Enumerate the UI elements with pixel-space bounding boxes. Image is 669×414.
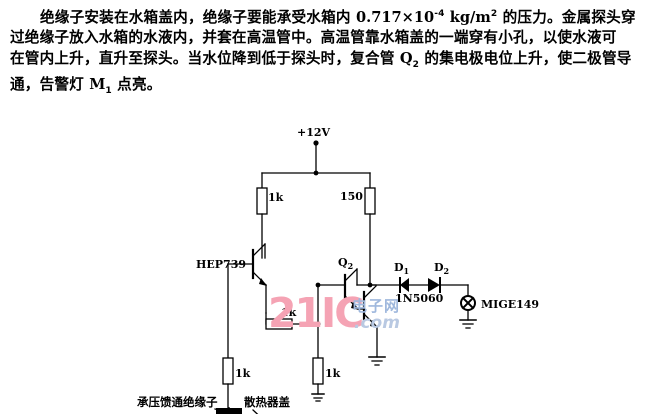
label-diode-type: 1N5060 [395, 292, 444, 305]
resistor-1k-base-right [312, 357, 324, 385]
label-d2: D2 [434, 261, 449, 276]
label-d1: D1 [394, 261, 409, 276]
label-r1k-base-left: 1k [235, 367, 251, 380]
label-lamp: MIGE149 [481, 298, 539, 311]
q2a-emitter-arrow [351, 302, 359, 310]
d1-anode-triangle [400, 278, 409, 292]
schematic-drawing: +12V 1k 150 D1 D2 1N5060 MIGE149 HEP739 … [136, 126, 539, 414]
callout-insulator: 承压馈通绝缘子 [136, 395, 218, 409]
supply-node-dot [313, 140, 319, 146]
article-paragraph: 绝缘子安装在水箱盖内，绝缘子要能承受水箱内 0.717×10-4 kg/m2 的… [0, 4, 669, 101]
label-supply: +12V [297, 126, 331, 139]
resistor-1k-emitter [265, 318, 293, 330]
resistor-1k-collector [256, 187, 268, 215]
paragraph-line: 通，告警灯 M1 点亮。 [10, 75, 162, 96]
label-r1k-base-right: 1k [325, 367, 341, 380]
resistor-1k-base-left [222, 357, 234, 385]
q2b-emitter-arrow [370, 320, 378, 328]
label-r150: 150 [340, 190, 363, 203]
emitter-node-dot [315, 321, 321, 327]
paragraph-line: 过绝缘子放入水箱的水液内，并套在高温管中。高温管靠水箱盖的一端穿有小孔，以使水液… [10, 29, 617, 47]
q2b-collector-lead [363, 285, 377, 299]
callout-radiator-cap: 散热器盖 [244, 395, 290, 409]
leader-radiator-cap [252, 409, 259, 414]
label-q2: Q2 [338, 256, 353, 271]
d2-anode-triangle [428, 278, 440, 292]
leader-insulator [214, 408, 229, 414]
circuit-figure: +12V 1k 150 D1 D2 1N5060 MIGE149 HEP739 … [0, 110, 669, 414]
q1-collector-lead [252, 243, 266, 257]
label-r1k-emitter: 1k [281, 306, 297, 319]
paragraph-line: 绝缘子安装在水箱盖内，绝缘子要能承受水箱内 0.717×10-4 kg/m2 的… [40, 8, 636, 26]
resistor-150-collector [364, 187, 376, 215]
lamp-x-2 [461, 296, 475, 310]
q1-emitter-arrow [259, 278, 267, 286]
label-r1k-collector: 1k [268, 191, 284, 204]
q2a-collector-lead [344, 268, 358, 282]
paragraph-line: 在管内上升，直升至探头。当水位降到低于探头时，复合管 Q2 的集电极电位上升，使… [10, 49, 632, 70]
label-q1: HEP739 [196, 258, 246, 271]
supply-junction-dot [313, 170, 319, 176]
